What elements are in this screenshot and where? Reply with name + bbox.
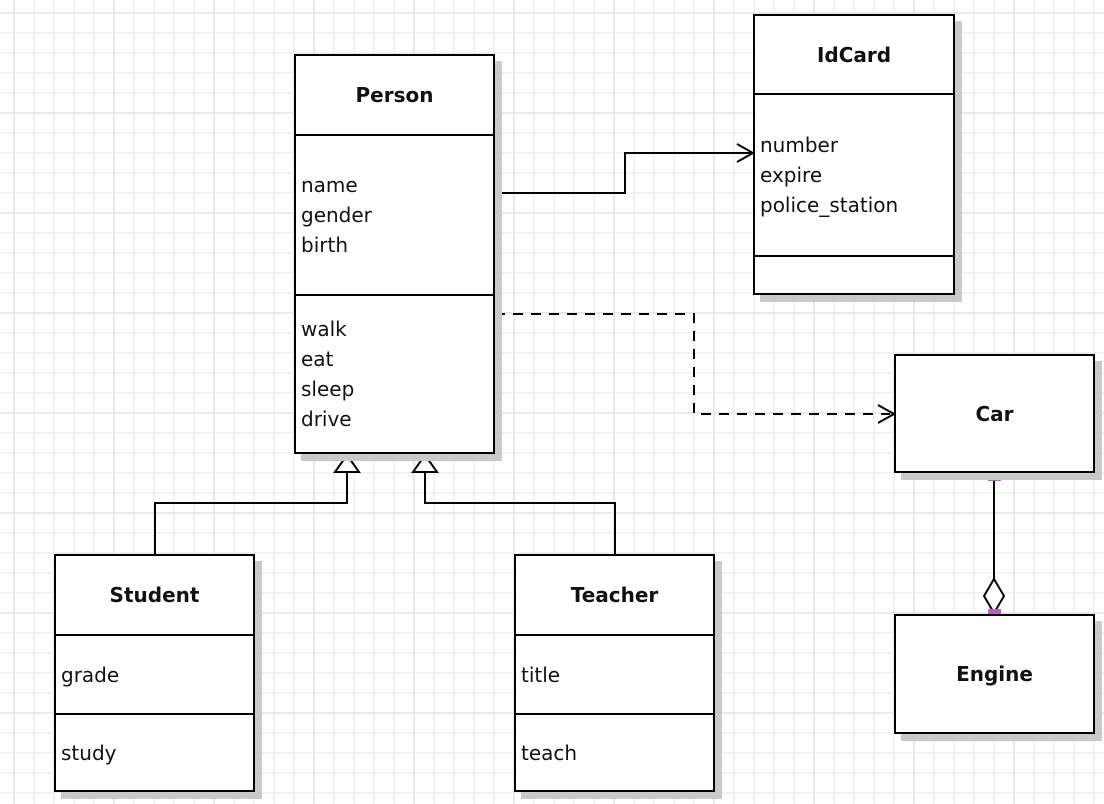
method: eat (301, 347, 334, 371)
dependency-person-car[interactable] (495, 313, 890, 415)
method: drive (301, 407, 352, 431)
hollow-triangle-icon (333, 453, 361, 473)
method: teach (521, 740, 578, 765)
attribute: number (760, 133, 839, 157)
class-idcard[interactable]: IdCard number expire police_station (753, 14, 955, 295)
methods-compartment: teach (516, 713, 713, 790)
attribute: title (521, 662, 561, 687)
generalization-teacher-person[interactable] (424, 471, 616, 554)
class-title: IdCard (816, 42, 892, 67)
attribute: birth (301, 233, 348, 257)
attribute: grade (61, 662, 120, 687)
method: sleep (301, 377, 355, 401)
attribute: name (301, 173, 358, 197)
hollow-diamond-icon (982, 577, 1006, 615)
class-person[interactable]: Person name gender birth walk eat sleep … (294, 54, 495, 454)
methods-compartment: walk eat sleep drive (296, 294, 493, 452)
method: walk (301, 317, 347, 341)
class-title: Teacher (570, 583, 659, 607)
class-title: Engine (956, 662, 1033, 686)
generalization-student-person[interactable] (154, 471, 348, 554)
class-engine[interactable]: Engine (894, 614, 1095, 734)
association-person-idcard[interactable] (495, 152, 751, 194)
class-student[interactable]: Student grade study (54, 554, 255, 792)
methods-compartment: study (56, 713, 253, 790)
attribute: expire (760, 163, 823, 187)
hollow-triangle-icon (411, 453, 439, 473)
attribute: gender (301, 203, 372, 227)
attributes-compartment: name gender birth (296, 134, 493, 294)
attributes-compartment: grade (56, 634, 253, 713)
class-title: Student (109, 583, 200, 607)
class-car[interactable]: Car (894, 354, 1095, 473)
attributes-compartment: number expire police_station (755, 93, 953, 255)
class-title: Car (975, 401, 1014, 426)
class-title: Person (355, 83, 434, 107)
attributes-compartment: title (516, 634, 713, 713)
method: study (61, 740, 117, 765)
methods-compartment (755, 255, 953, 293)
attribute: police_station (760, 193, 899, 217)
class-teacher[interactable]: Teacher title teach (514, 554, 715, 792)
